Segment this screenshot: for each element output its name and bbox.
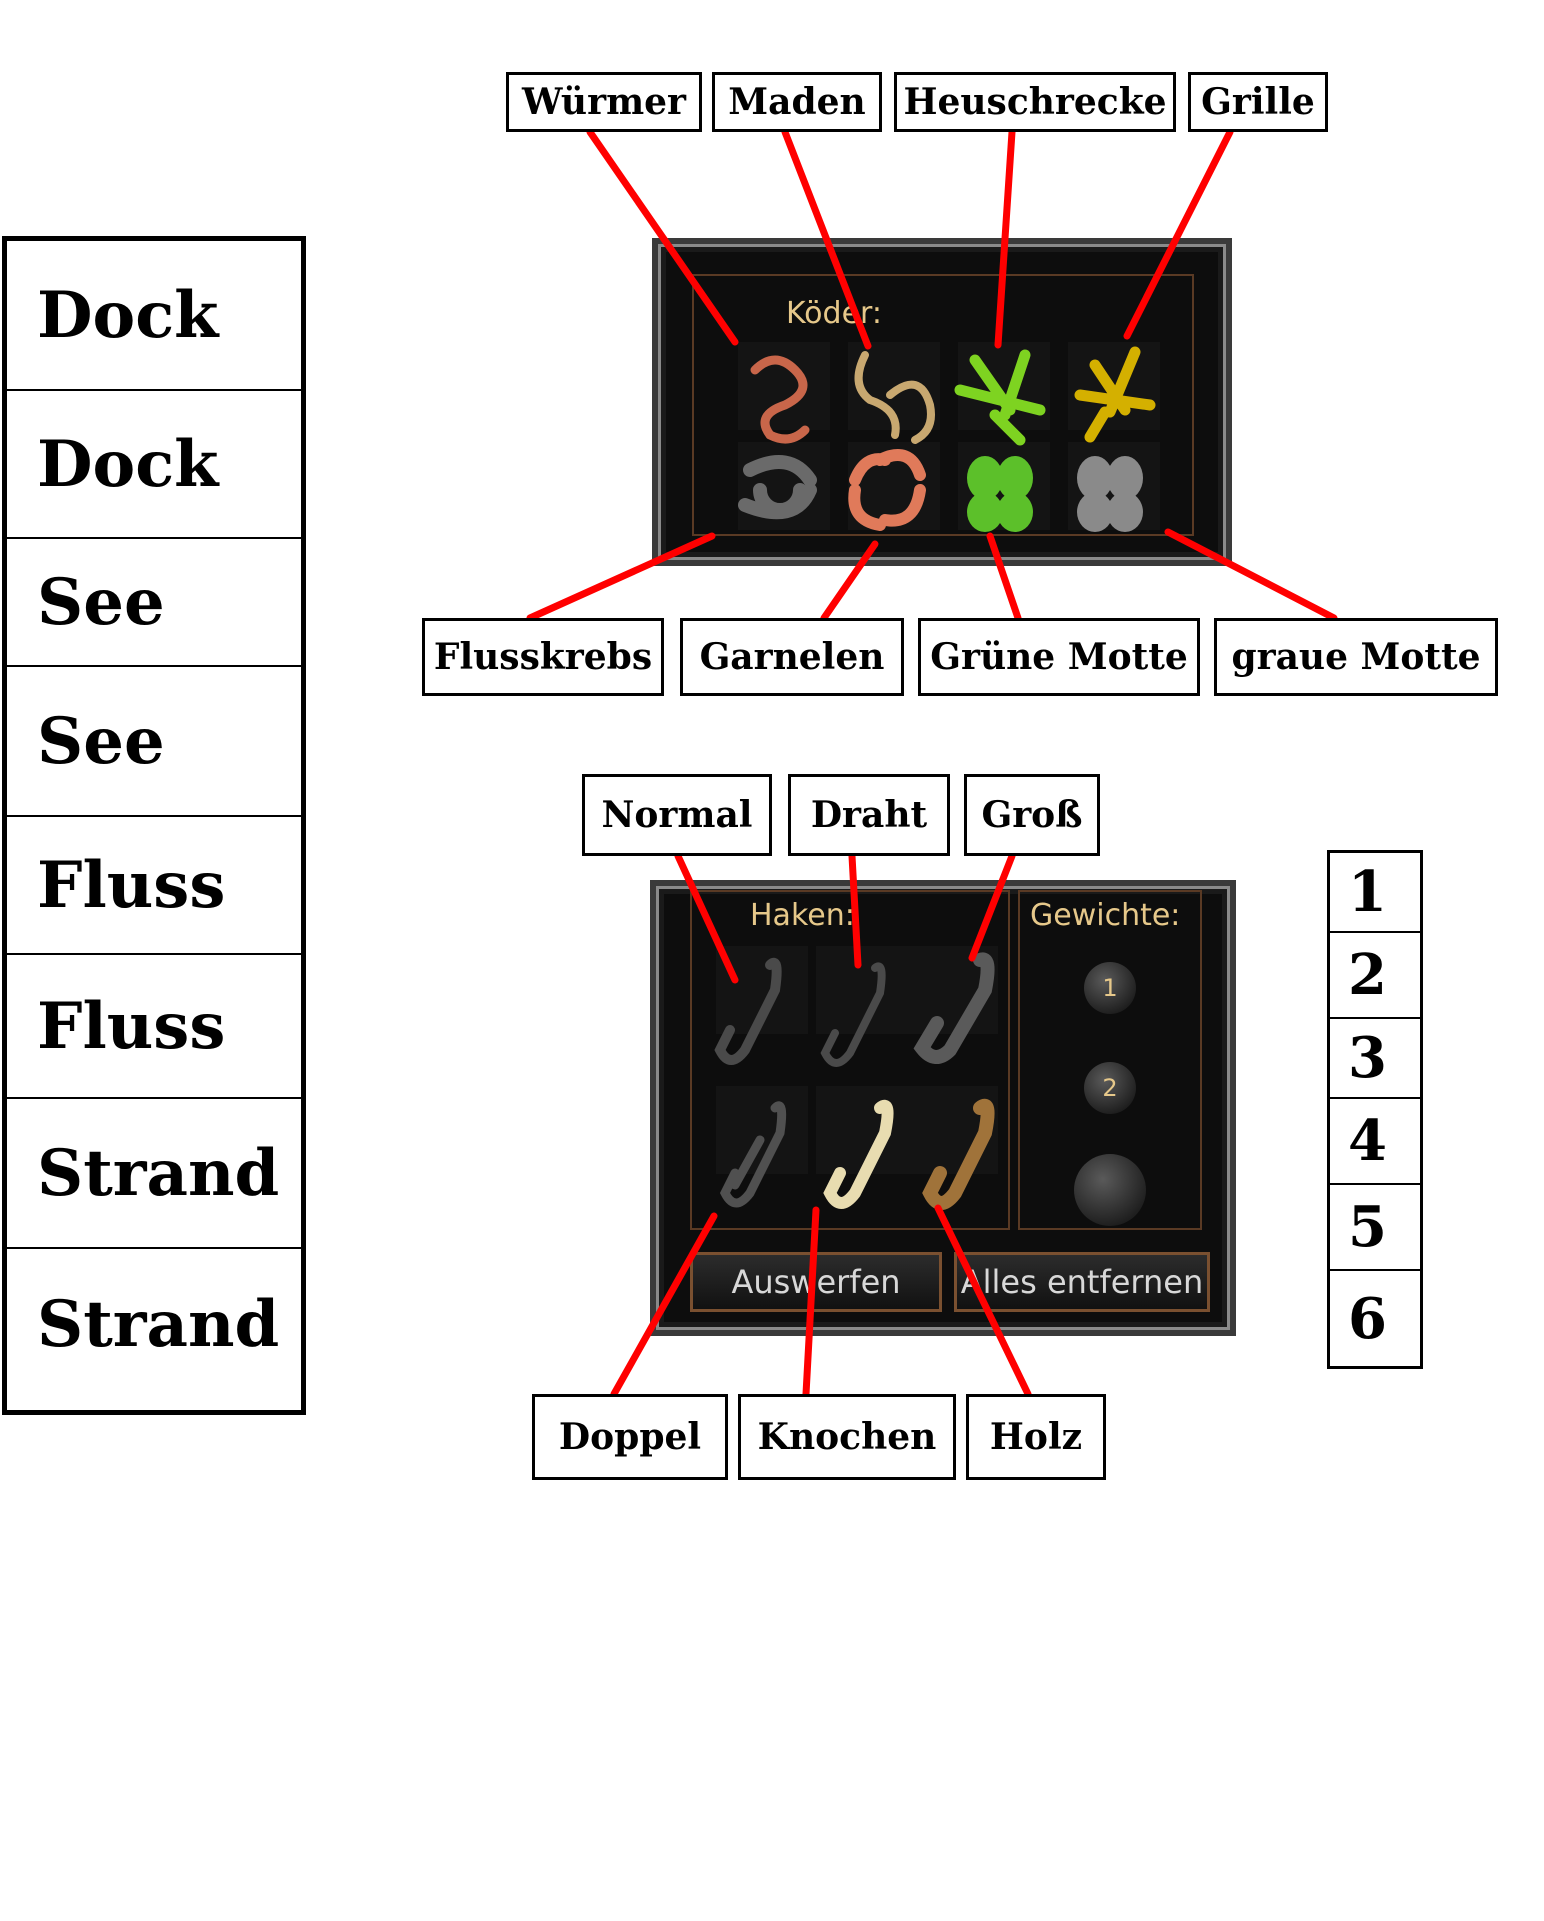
connector-line	[820, 540, 879, 622]
grey-moth-icon[interactable]	[1077, 456, 1143, 532]
bait-label-grey-moth: graue Motte	[1214, 618, 1498, 696]
bait-header: Köder:	[786, 296, 882, 331]
remove-all-button[interactable]: Alles entfernen	[954, 1252, 1210, 1312]
green-moth-icon[interactable]	[967, 456, 1033, 532]
connector-line	[968, 852, 1016, 962]
location-row: Strand	[37, 1287, 280, 1362]
weights-header: Gewichte:	[1030, 898, 1181, 933]
location-row: See	[7, 539, 301, 667]
location-row: Fluss	[7, 955, 301, 1099]
connector-lines	[526, 128, 1338, 1398]
location-row: Fluss	[7, 817, 301, 955]
connector-line	[674, 852, 739, 984]
number-cell: 3	[1330, 1019, 1420, 1099]
number-cell: 6	[1348, 1285, 1387, 1352]
shrimp-icon[interactable]	[848, 449, 926, 531]
connector-line	[802, 1206, 820, 1398]
connector-line	[1164, 528, 1338, 622]
connector-line	[994, 128, 1016, 349]
hooks-header: Haken:	[750, 898, 855, 933]
locust-icon[interactable]	[954, 349, 1046, 446]
wood-hook-icon[interactable]	[922, 1098, 995, 1210]
location-row: Strand	[7, 1099, 301, 1249]
bait-label-worms: Würmer	[506, 72, 702, 132]
hook-label-normal: Normal	[582, 774, 772, 856]
maggot-icon[interactable]	[854, 351, 935, 444]
connector-line	[848, 852, 862, 969]
number-cell: 5	[1330, 1185, 1420, 1271]
crayfish-icon[interactable]	[738, 455, 817, 520]
weight-1-slot[interactable]: 1	[1084, 962, 1136, 1014]
cricket-icon[interactable]	[1074, 346, 1156, 443]
bait-label-crayfish: Flusskrebs	[422, 618, 664, 696]
bait-label-shrimp: Garnelen	[680, 618, 904, 696]
hook-label-big: Groß	[964, 774, 1100, 856]
worm-icon[interactable]	[750, 355, 810, 444]
bait-label-locust: Heuschrecke	[894, 72, 1176, 132]
bait-label-maggots: Maden	[712, 72, 882, 132]
connector-line	[986, 532, 1022, 622]
hook-label-double: Doppel	[532, 1394, 728, 1480]
number-table: 1 2 3 4 5 6	[1327, 850, 1423, 1369]
normal-hook-icon[interactable]	[714, 957, 782, 1065]
connector-line	[1123, 128, 1234, 340]
number-cell: 2	[1330, 933, 1420, 1019]
connector-line	[610, 1212, 718, 1398]
weight-2-slot[interactable]: 2	[1084, 1062, 1136, 1114]
wire-hook-icon[interactable]	[820, 962, 886, 1067]
bait-label-cricket: Grille	[1188, 72, 1328, 132]
number-cell: 1	[1330, 853, 1420, 933]
bone-hook-icon[interactable]	[823, 1099, 894, 1209]
location-row: See	[7, 667, 301, 817]
hook-label-wire: Draht	[788, 774, 950, 856]
connector-line	[526, 532, 716, 622]
location-row: Dock	[7, 241, 301, 391]
hook-label-wood: Holz	[966, 1394, 1106, 1480]
big-hook-icon[interactable]	[913, 952, 995, 1064]
weight-empty-slot[interactable]	[1074, 1154, 1146, 1226]
bait-label-green-moth: Grüne Motte	[918, 618, 1200, 696]
location-table: Dock Dock See See Fluss Fluss Strand Str…	[2, 236, 306, 1415]
connector-line	[781, 128, 872, 350]
double-hook-icon[interactable]	[719, 1101, 787, 1208]
location-row: Dock	[7, 391, 301, 539]
number-cell: 4	[1330, 1099, 1420, 1185]
hook-label-bone: Knochen	[738, 1394, 956, 1480]
connector-line	[586, 128, 739, 346]
connector-line	[934, 1204, 1032, 1398]
hook-panel: Haken: Gewichte: 1 2 Auswerfen Alles ent…	[650, 880, 1236, 1336]
